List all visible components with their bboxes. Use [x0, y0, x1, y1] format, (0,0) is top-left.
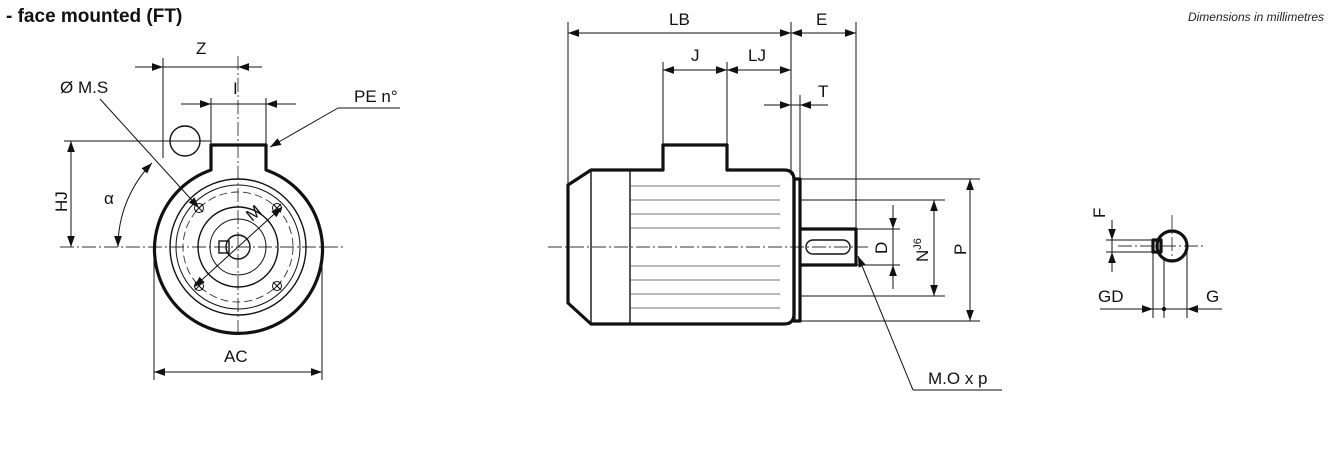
z-label: Z [196, 39, 206, 58]
m-label: M [242, 201, 265, 225]
alpha-arc [114, 162, 153, 248]
m-dimension-line [193, 206, 283, 288]
hj-label: HJ [52, 191, 71, 212]
dimension-dot [1161, 306, 1167, 312]
shaft [800, 227, 858, 267]
side-view: LB E J LJ T D NJ6 P M. [548, 10, 1002, 391]
mo-leader [857, 255, 914, 391]
shaft-keyway [805, 239, 851, 255]
t-label: T [818, 82, 828, 101]
ac-label: AC [224, 347, 248, 366]
ms-leader [99, 98, 200, 209]
pe-label: PE n° [354, 87, 398, 106]
p-label: P [951, 244, 970, 255]
cooling-fins [630, 185, 780, 309]
j-label: J [691, 46, 700, 65]
page-title: - face mounted (FT) [6, 6, 183, 27]
side-body-outline [566, 143, 796, 326]
gd-label: GD [1098, 287, 1124, 306]
bolt-pitch-circle [182, 191, 294, 303]
lb-label: LB [669, 10, 690, 29]
shaft-end-key [1151, 238, 1163, 254]
alpha-label: α [104, 189, 114, 208]
mo-label: M.O x p [928, 369, 988, 388]
pe-leader [269, 107, 339, 148]
e-label: E [816, 10, 827, 29]
flange-plate [792, 177, 802, 323]
front-view: M Z I Ø M.S PE n° HJ α AC [52, 39, 400, 380]
front-body-outline [152, 143, 325, 335]
n-label: NJ6 [912, 238, 932, 262]
shaft-end-view: F GD G [1090, 208, 1222, 318]
d-label: D [872, 242, 891, 254]
flange-circle [169, 178, 307, 316]
flange-inner-circle [175, 184, 301, 310]
units-note: Dimensions in millimetres [1187, 10, 1324, 24]
f-label: F [1090, 208, 1109, 218]
i-label: I [233, 79, 238, 98]
ms-label: Ø M.S [60, 78, 108, 97]
g-label: G [1206, 287, 1219, 306]
lj-label: LJ [748, 46, 766, 65]
